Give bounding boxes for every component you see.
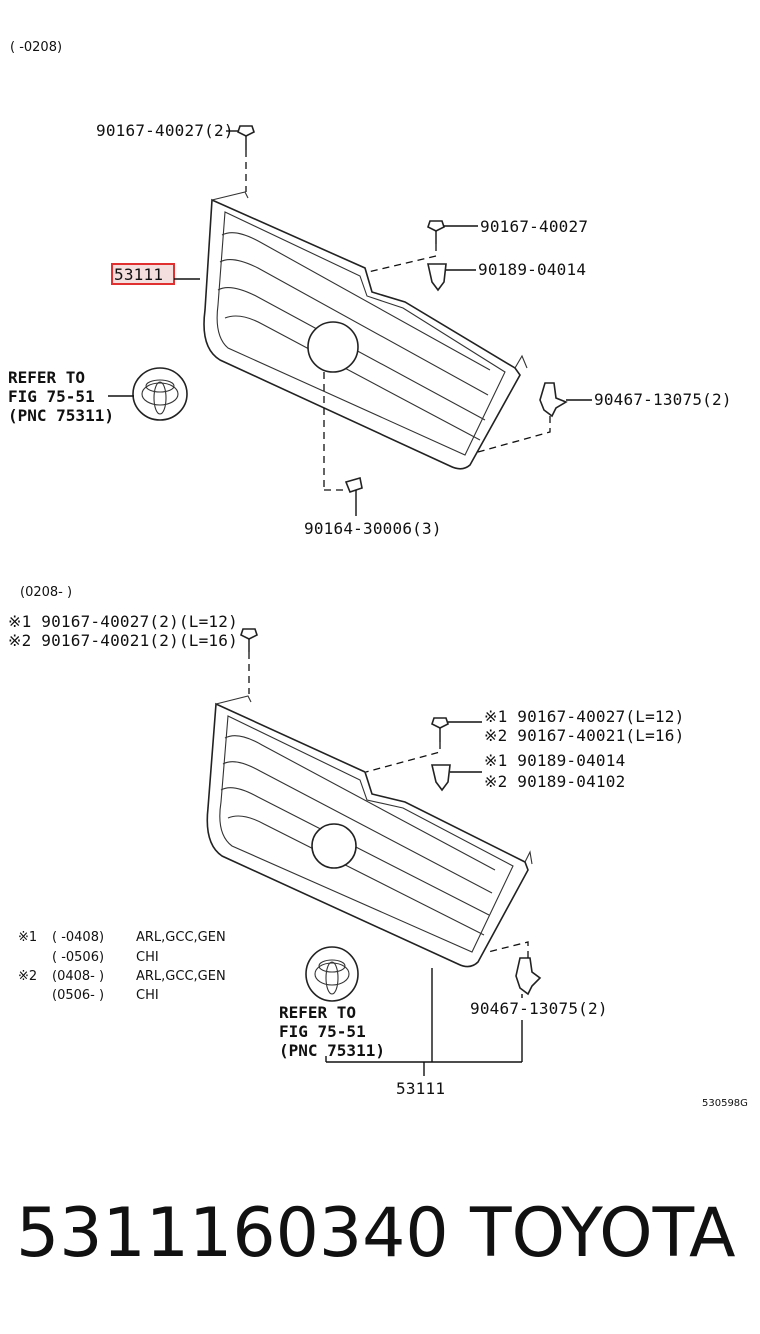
note-range: (0506- ) (52, 988, 104, 1003)
note-text: CHI (136, 988, 159, 1003)
bottom-top-screw-line2[interactable]: ※2 90167-40021(2)(L=16) (8, 631, 238, 650)
screw-icon (427, 220, 445, 244)
note-range: ( -0506) (52, 950, 104, 965)
highlight-box (111, 263, 175, 285)
bottom-right-screw-line1[interactable]: ※1 90167-40027(L=12) (484, 707, 684, 726)
bottom-reference-line1[interactable]: REFER TO (279, 1003, 356, 1022)
top-screw-label[interactable]: 90167-40027(2) (96, 121, 234, 140)
clip-icon (427, 263, 447, 292)
bottom-right-screw-line2[interactable]: ※2 90167-40021(L=16) (484, 726, 684, 745)
bottom-screw-label[interactable]: 90164-30006(3) (304, 519, 442, 538)
note-range: ( -0408) (52, 930, 104, 945)
right-fastener-dash (367, 244, 437, 273)
bottom-screw-icon (344, 476, 363, 493)
bottom-top-screw-line1[interactable]: ※1 90167-40027(2)(L=12) (8, 612, 238, 631)
bottom-range-label: (0208- ) (20, 585, 72, 600)
grille-part-label[interactable]: 53111 (114, 265, 163, 284)
note-text: ARL,GCC,GEN (136, 969, 226, 984)
note-text: CHI (136, 950, 159, 965)
side-clip-label[interactable]: 90467-13075(2) (594, 390, 732, 409)
screw-icon (431, 717, 449, 742)
footer-part-number: 5311160340 (16, 1194, 449, 1273)
footer-brand: TOYOTA (469, 1194, 735, 1273)
note-range: (0408- ) (52, 969, 104, 984)
toyota-emblem-icon (305, 946, 359, 1002)
applicability-notes: ※1 ( -0408) ARL,GCC,GEN ( -0506) CHI ※2 … (18, 930, 226, 1003)
right-clip-label[interactable]: 90189-04014 (478, 260, 586, 279)
bottom-right-clip-line1[interactable]: ※1 90189-04014 (484, 751, 625, 770)
toyota-emblem-icon (132, 367, 188, 421)
right-screw-label[interactable]: 90167-40027 (480, 217, 588, 236)
bottom-reference-line3[interactable]: (PNC 75311) (279, 1041, 385, 1060)
side-clip-icon (539, 382, 568, 418)
top-range-label: ( -0208) (10, 40, 62, 55)
side-clip-icon (515, 957, 542, 996)
bottom-reference-line2[interactable]: FIG 75-51 (279, 1022, 366, 1041)
grille-drawing-bottom (206, 695, 533, 968)
clip-icon (430, 764, 451, 792)
screw-icon (240, 628, 258, 652)
top-reference-line1[interactable]: REFER TO (8, 368, 85, 387)
bottom-side-clip-label[interactable]: 90467-13075(2) (470, 999, 608, 1018)
assembly-label[interactable]: 53111 (396, 1079, 445, 1098)
screw-icon (237, 125, 255, 150)
bottom-right-clip-line2[interactable]: ※2 90189-04102 (484, 772, 625, 791)
grille-drawing-top (203, 191, 528, 470)
note-text: ARL,GCC,GEN (136, 930, 226, 945)
note-mark: ※1 (18, 930, 37, 945)
top-reference-line2[interactable]: FIG 75-51 (8, 387, 95, 406)
assembly-bracket (325, 968, 523, 1076)
drawing-code: 530598G (702, 1098, 748, 1109)
side-clip-dash (477, 416, 551, 453)
bottom-side-clip-dash (487, 941, 529, 958)
top-reference-line3[interactable]: (PNC 75311) (8, 406, 114, 425)
bottom-right-fastener-dash (365, 742, 441, 773)
note-mark: ※2 (18, 969, 37, 984)
